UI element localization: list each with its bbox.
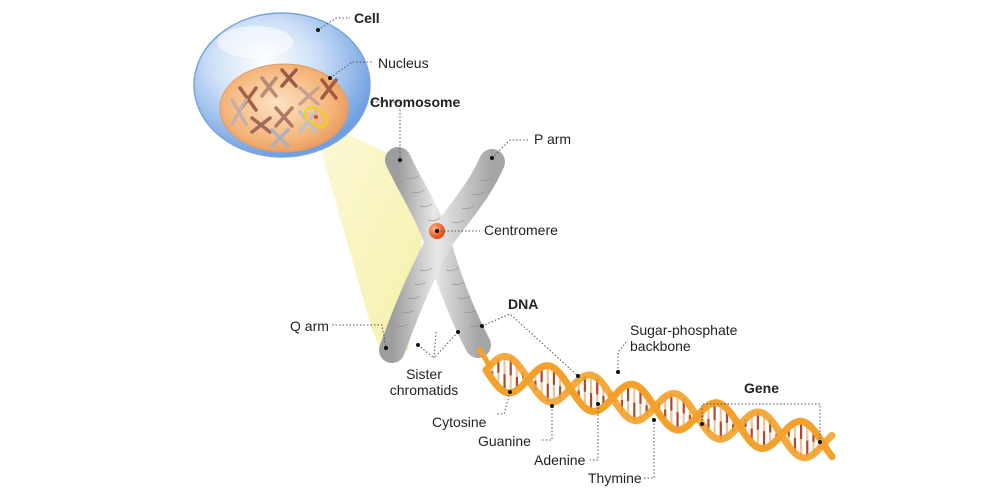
label-nucleus: Nucleus [378, 55, 429, 71]
label-cytosine: Cytosine [432, 414, 487, 430]
cell [193, 12, 371, 158]
label-centromere: Centromere [484, 222, 558, 238]
label-sugar-phosphate-backbone: Sugar-phosphate backbone [630, 322, 737, 354]
dna-tail [475, 346, 493, 369]
highlighted-chromosome [303, 105, 329, 129]
label-sister-line1: Sister [406, 366, 442, 382]
leader-lines [317, 17, 821, 479]
label-chromosome: Chromosome [370, 94, 461, 110]
label-sister-chromatids: Sister chromatids [384, 366, 464, 398]
label-cell: Cell [354, 10, 380, 26]
label-guanine: Guanine [478, 433, 531, 449]
backbone-strand-2 [482, 352, 836, 462]
label-q-arm: Q arm [290, 318, 329, 334]
label-adenine: Adenine [534, 452, 586, 468]
label-sister-line2: chromatids [389, 382, 459, 398]
backbone-strand-1 [482, 362, 836, 461]
leader-dots [316, 28, 822, 444]
label-sugar-line2: backbone [630, 338, 691, 354]
label-thymine: Thymine [588, 470, 642, 486]
mini-chromosomes [230, 68, 338, 148]
chromosome [379, 147, 505, 363]
label-gene: Gene [744, 380, 780, 396]
label-sugar-line1: Sugar-phosphate [630, 322, 738, 338]
dna-helix [475, 346, 836, 462]
label-dna: DNA [508, 296, 539, 312]
label-p-arm: P arm [534, 131, 572, 147]
